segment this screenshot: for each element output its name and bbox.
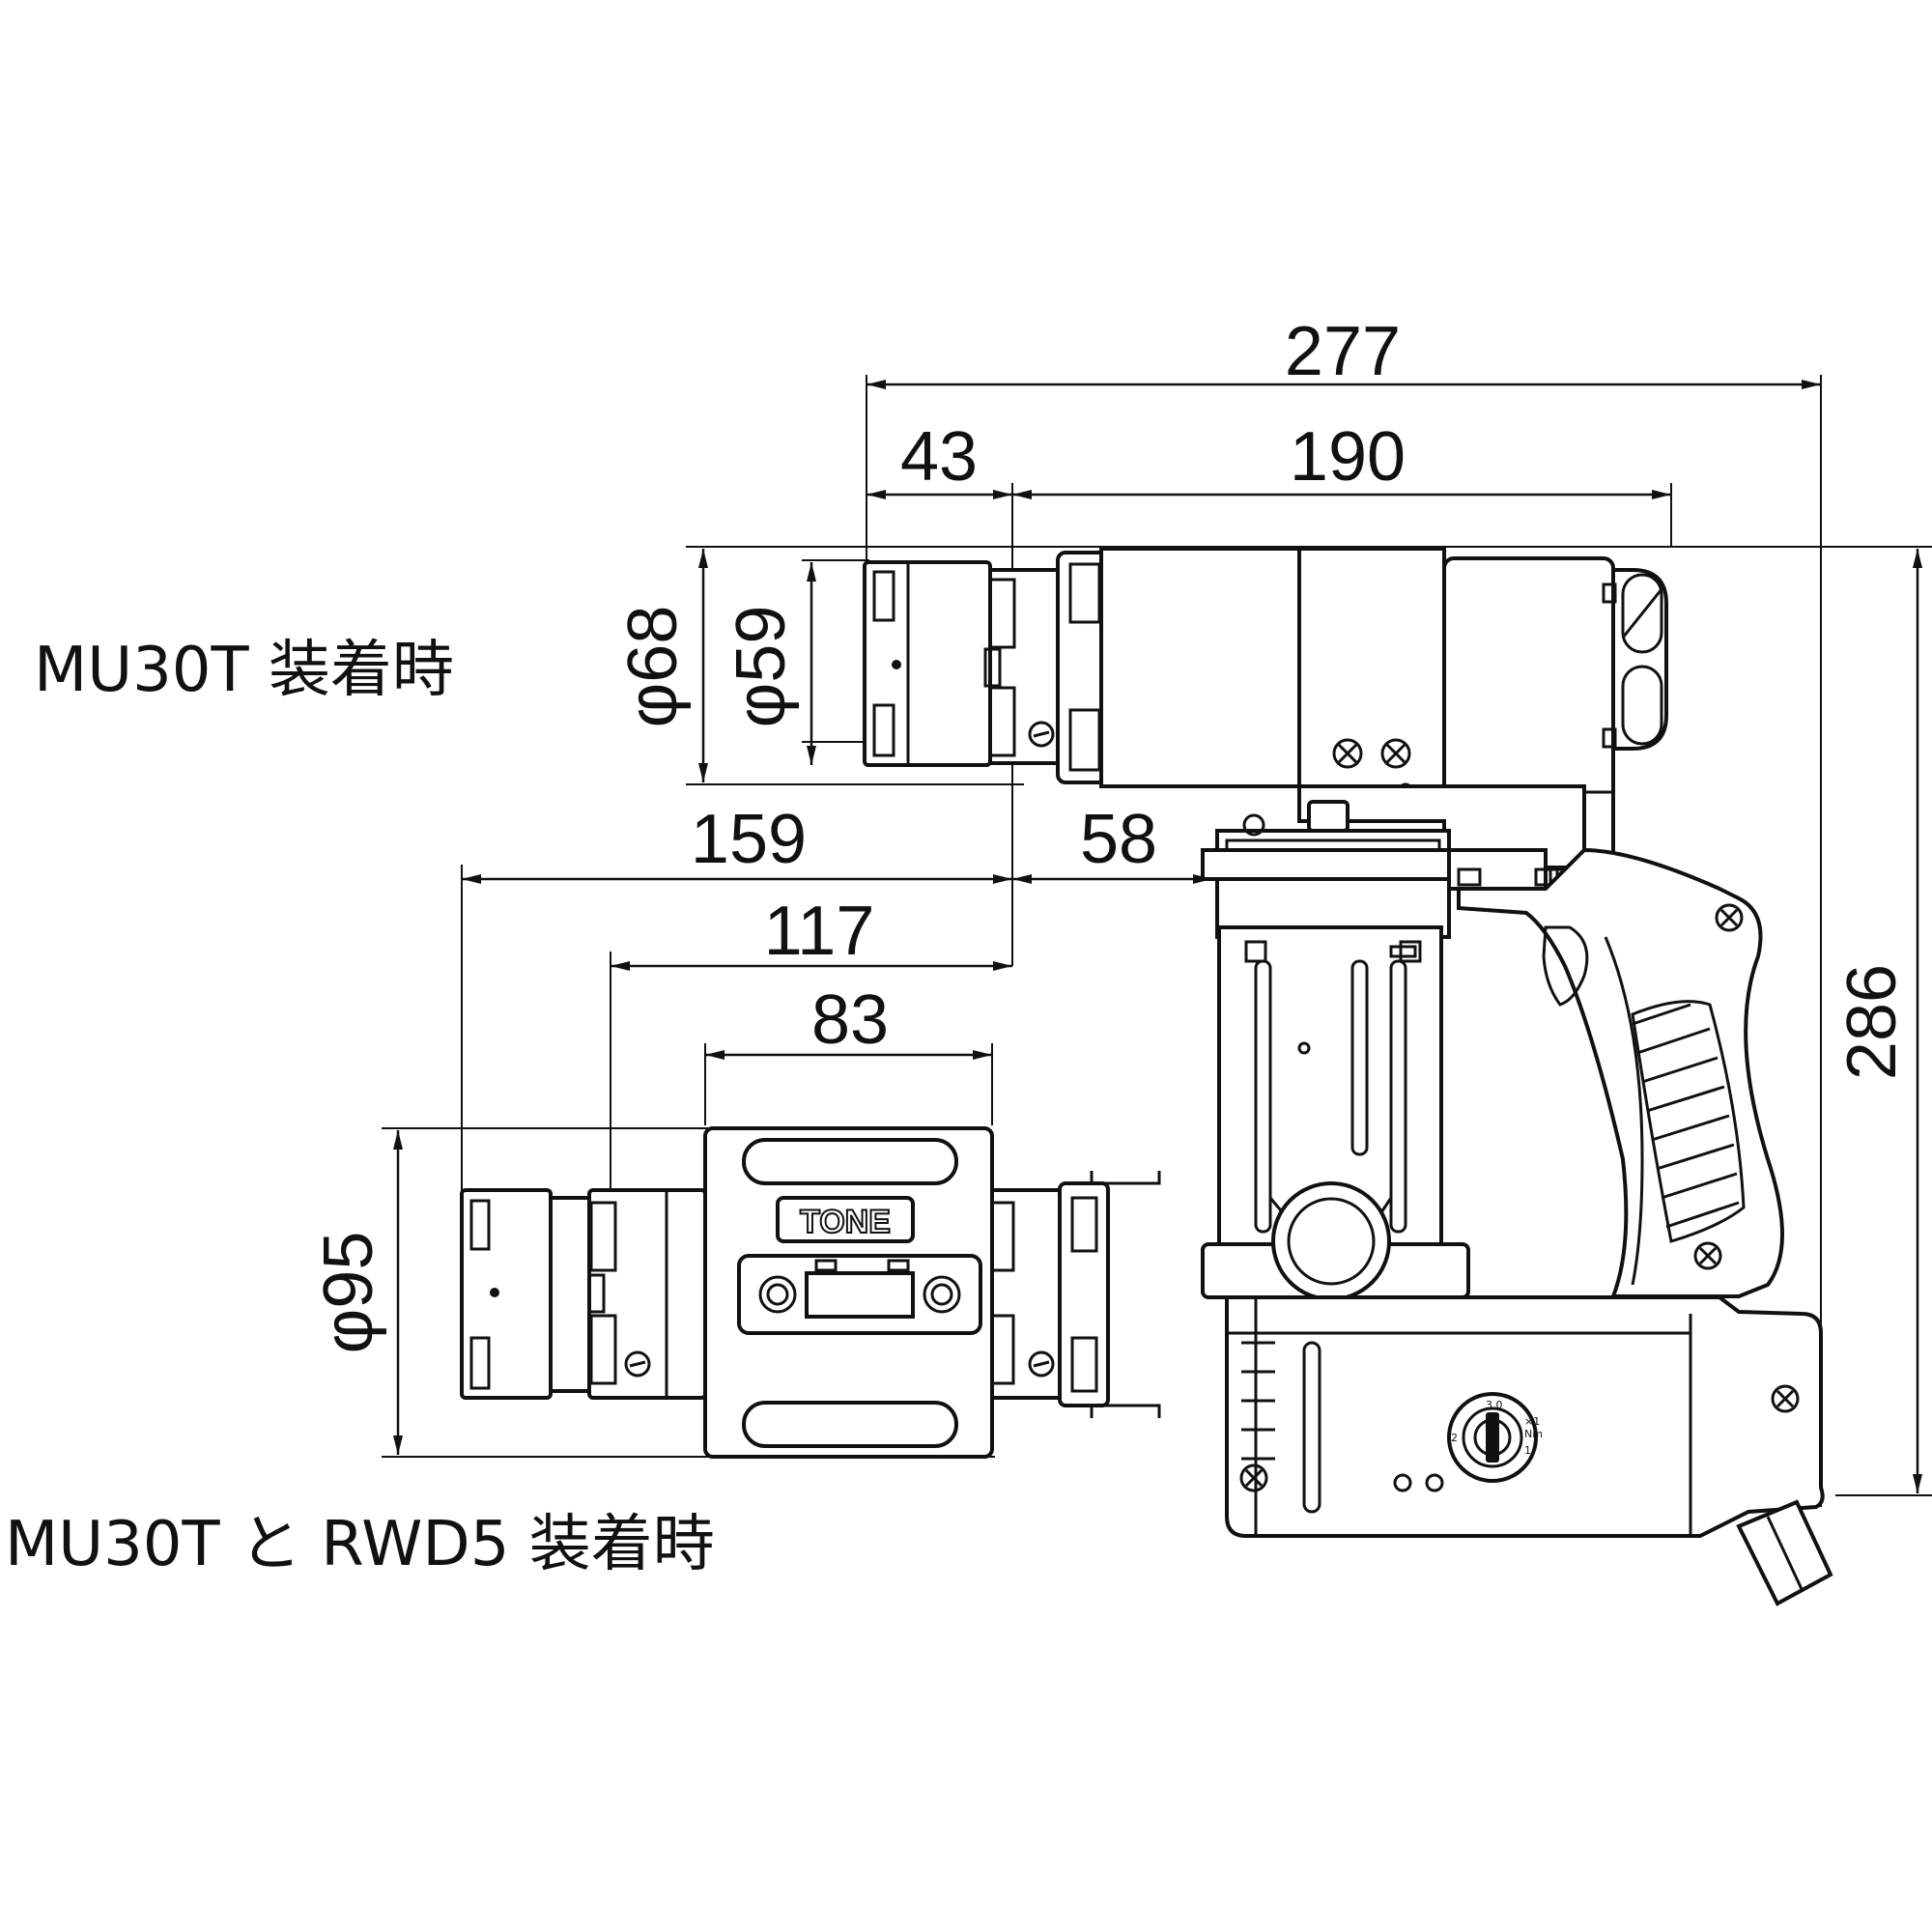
dim-reaction-length: 117 [764,893,875,970]
dial-label-4: ×1 [1524,1415,1540,1428]
grip-pattern [1631,1000,1746,1243]
dim-diameter-95: φ95 [310,1232,387,1354]
dim-overall-length: 277 [1285,313,1401,390]
dim-offset: 58 [1080,801,1157,878]
tool-body: 3.0 2 1 ×1 Nm [1056,547,1833,1606]
vent-slots [1241,1341,1321,1514]
tone-logo: TONE [800,1204,891,1240]
dim-diameter-68: φ68 [614,606,692,728]
caption-bottom: MU30T と RWD5 装着時 [5,1509,715,1580]
dial-label-3: 1 [1524,1444,1531,1457]
top-socket-attachment [863,560,1060,767]
torque-dial: 3.0 2 1 ×1 Nm [1447,1392,1543,1483]
dial-label-2: 2 [1451,1432,1458,1444]
dial-label-1: 3.0 [1486,1399,1503,1411]
dim-extended-length: 159 [691,801,807,878]
bottom-attachment-assembly: TONE [460,1126,1161,1459]
dim-gear-length: 83 [811,981,889,1059]
dim-body-length: 190 [1290,418,1406,496]
dim-front-length: 43 [900,418,978,496]
dim-height: 286 [1833,964,1911,1080]
caption-top: MU30T 装着時 [34,635,454,706]
dim-diameter-59: φ59 [723,606,800,728]
dial-label-5: Nm [1524,1428,1543,1440]
